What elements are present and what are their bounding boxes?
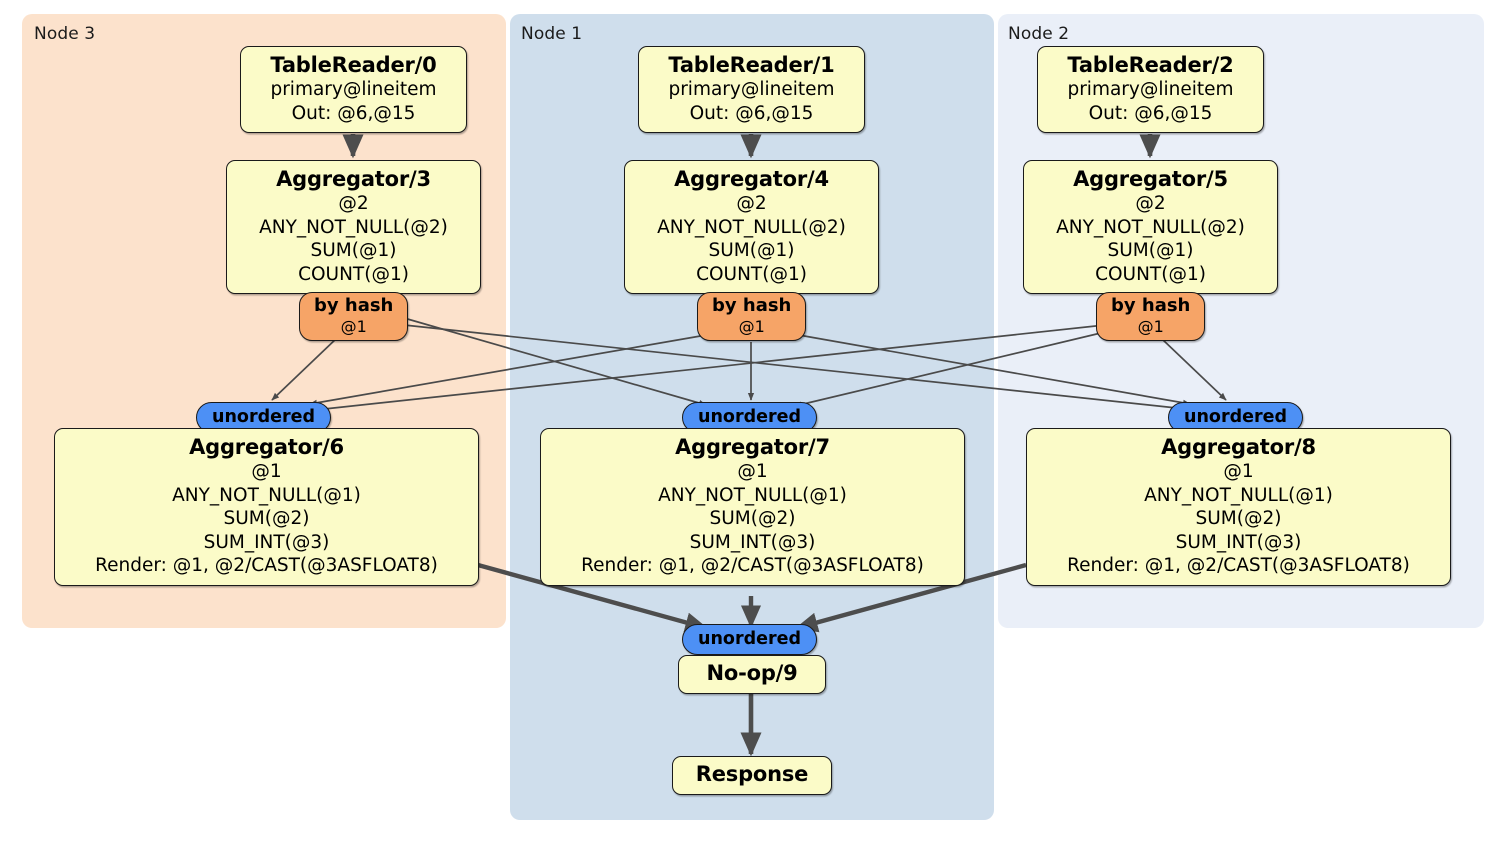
processor-detail-line: SUM_INT(@3): [203, 531, 330, 553]
processor-title: Aggregator/8: [1161, 435, 1316, 459]
synchronizer-label: unordered: [212, 407, 315, 427]
processor-detail-line: SUM_INT(@3): [689, 531, 816, 553]
processor-detail-line: SUM(@2): [709, 508, 796, 529]
synchronizer-label: unordered: [698, 629, 801, 649]
processor-detail-line: COUNT(@1): [1095, 263, 1206, 285]
processor-tablereader-0[interactable]: TableReader/0 primary@lineitem Out: @6,@…: [240, 46, 467, 133]
router-label: by hash: [1111, 295, 1191, 316]
router-by-hash-aggregator-3[interactable]: by hash @1: [299, 292, 409, 341]
processor-detail-line: ANY_NOT_NULL(@2): [657, 216, 846, 238]
processor-title: Aggregator/7: [675, 435, 830, 459]
processor-title: Response: [695, 762, 809, 786]
processor-detail-line: primary@lineitem: [270, 79, 437, 100]
processor-detail-line: @2: [1135, 193, 1166, 214]
processor-detail-line: SUM(@2): [1195, 508, 1282, 529]
processor-aggregator-3[interactable]: Aggregator/3 @2 ANY_NOT_NULL(@2) SUM(@1)…: [226, 160, 481, 294]
processor-detail-line: SUM(@1): [708, 240, 795, 261]
region-label-node-2: Node 2: [1008, 24, 1070, 44]
processor-detail-line: SUM(@1): [310, 240, 397, 261]
processor-aggregator-4[interactable]: Aggregator/4 @2 ANY_NOT_NULL(@2) SUM(@1)…: [624, 160, 879, 294]
processor-detail-line: COUNT(@1): [298, 263, 409, 285]
router-label: by hash: [314, 295, 394, 316]
processor-detail-line: primary@lineitem: [668, 79, 835, 100]
processor-detail-line: ANY_NOT_NULL(@1): [658, 484, 847, 506]
processor-aggregator-5[interactable]: Aggregator/5 @2 ANY_NOT_NULL(@2) SUM(@1)…: [1023, 160, 1278, 294]
synchronizer-unordered-final[interactable]: unordered: [682, 624, 817, 655]
processor-tablereader-1[interactable]: TableReader/1 primary@lineitem Out: @6,@…: [638, 46, 865, 133]
processor-response[interactable]: Response: [672, 756, 832, 795]
processor-detail-line: ANY_NOT_NULL(@2): [1056, 216, 1245, 238]
processor-title: TableReader/1: [668, 53, 835, 77]
processor-title: No-op/9: [706, 661, 798, 685]
processor-detail-line: ANY_NOT_NULL(@1): [172, 484, 361, 506]
processor-noop-9[interactable]: No-op/9: [678, 655, 826, 694]
processor-detail-line: primary@lineitem: [1067, 79, 1234, 100]
processor-title: Aggregator/4: [674, 167, 829, 191]
synchronizer-label: unordered: [698, 407, 801, 427]
processor-detail-line: ANY_NOT_NULL(@2): [259, 216, 448, 238]
processor-detail-line: Render: @1, @2/CAST(@3ASFLOAT8): [95, 555, 438, 576]
processor-detail-line: Out: @6,@15: [689, 102, 814, 124]
processor-detail-line: @2: [338, 193, 369, 214]
processor-title: TableReader/2: [1067, 53, 1234, 77]
processor-detail-line: Out: @6,@15: [1088, 102, 1213, 124]
processor-detail-line: SUM(@1): [1107, 240, 1194, 261]
processor-detail-line: @1: [251, 461, 282, 482]
router-sublabel: @1: [1137, 317, 1164, 336]
processor-detail-line: @1: [737, 461, 768, 482]
region-label-node-1: Node 1: [521, 24, 583, 44]
processor-tablereader-2[interactable]: TableReader/2 primary@lineitem Out: @6,@…: [1037, 46, 1264, 133]
router-by-hash-aggregator-5[interactable]: by hash @1: [1096, 292, 1206, 341]
processor-detail-line: ANY_NOT_NULL(@1): [1144, 484, 1333, 506]
processor-aggregator-8[interactable]: Aggregator/8 @1 ANY_NOT_NULL(@1) SUM(@2)…: [1026, 428, 1451, 586]
processor-title: TableReader/0: [270, 53, 437, 77]
synchronizer-label: unordered: [1184, 407, 1287, 427]
router-label: by hash: [712, 295, 792, 316]
processor-aggregator-7[interactable]: Aggregator/7 @1 ANY_NOT_NULL(@1) SUM(@2)…: [540, 428, 965, 586]
processor-detail-line: Render: @1, @2/CAST(@3ASFLOAT8): [581, 555, 924, 576]
processor-detail-line: COUNT(@1): [696, 263, 807, 285]
processor-detail-line: Out: @6,@15: [291, 102, 416, 124]
router-by-hash-aggregator-4[interactable]: by hash @1: [697, 292, 807, 341]
processor-detail-line: @1: [1223, 461, 1254, 482]
router-sublabel: @1: [738, 317, 765, 336]
processor-detail-line: SUM_INT(@3): [1175, 531, 1302, 553]
processor-aggregator-6[interactable]: Aggregator/6 @1 ANY_NOT_NULL(@1) SUM(@2)…: [54, 428, 479, 586]
region-label-node-3: Node 3: [34, 24, 96, 44]
processor-title: Aggregator/5: [1073, 167, 1228, 191]
processor-title: Aggregator/3: [276, 167, 431, 191]
processor-title: Aggregator/6: [189, 435, 344, 459]
synchronizer-unordered-aggregator-7[interactable]: unordered: [682, 402, 817, 433]
router-sublabel: @1: [340, 317, 367, 336]
processor-detail-line: @2: [736, 193, 767, 214]
processor-detail-line: Render: @1, @2/CAST(@3ASFLOAT8): [1067, 555, 1410, 576]
processor-detail-line: SUM(@2): [223, 508, 310, 529]
